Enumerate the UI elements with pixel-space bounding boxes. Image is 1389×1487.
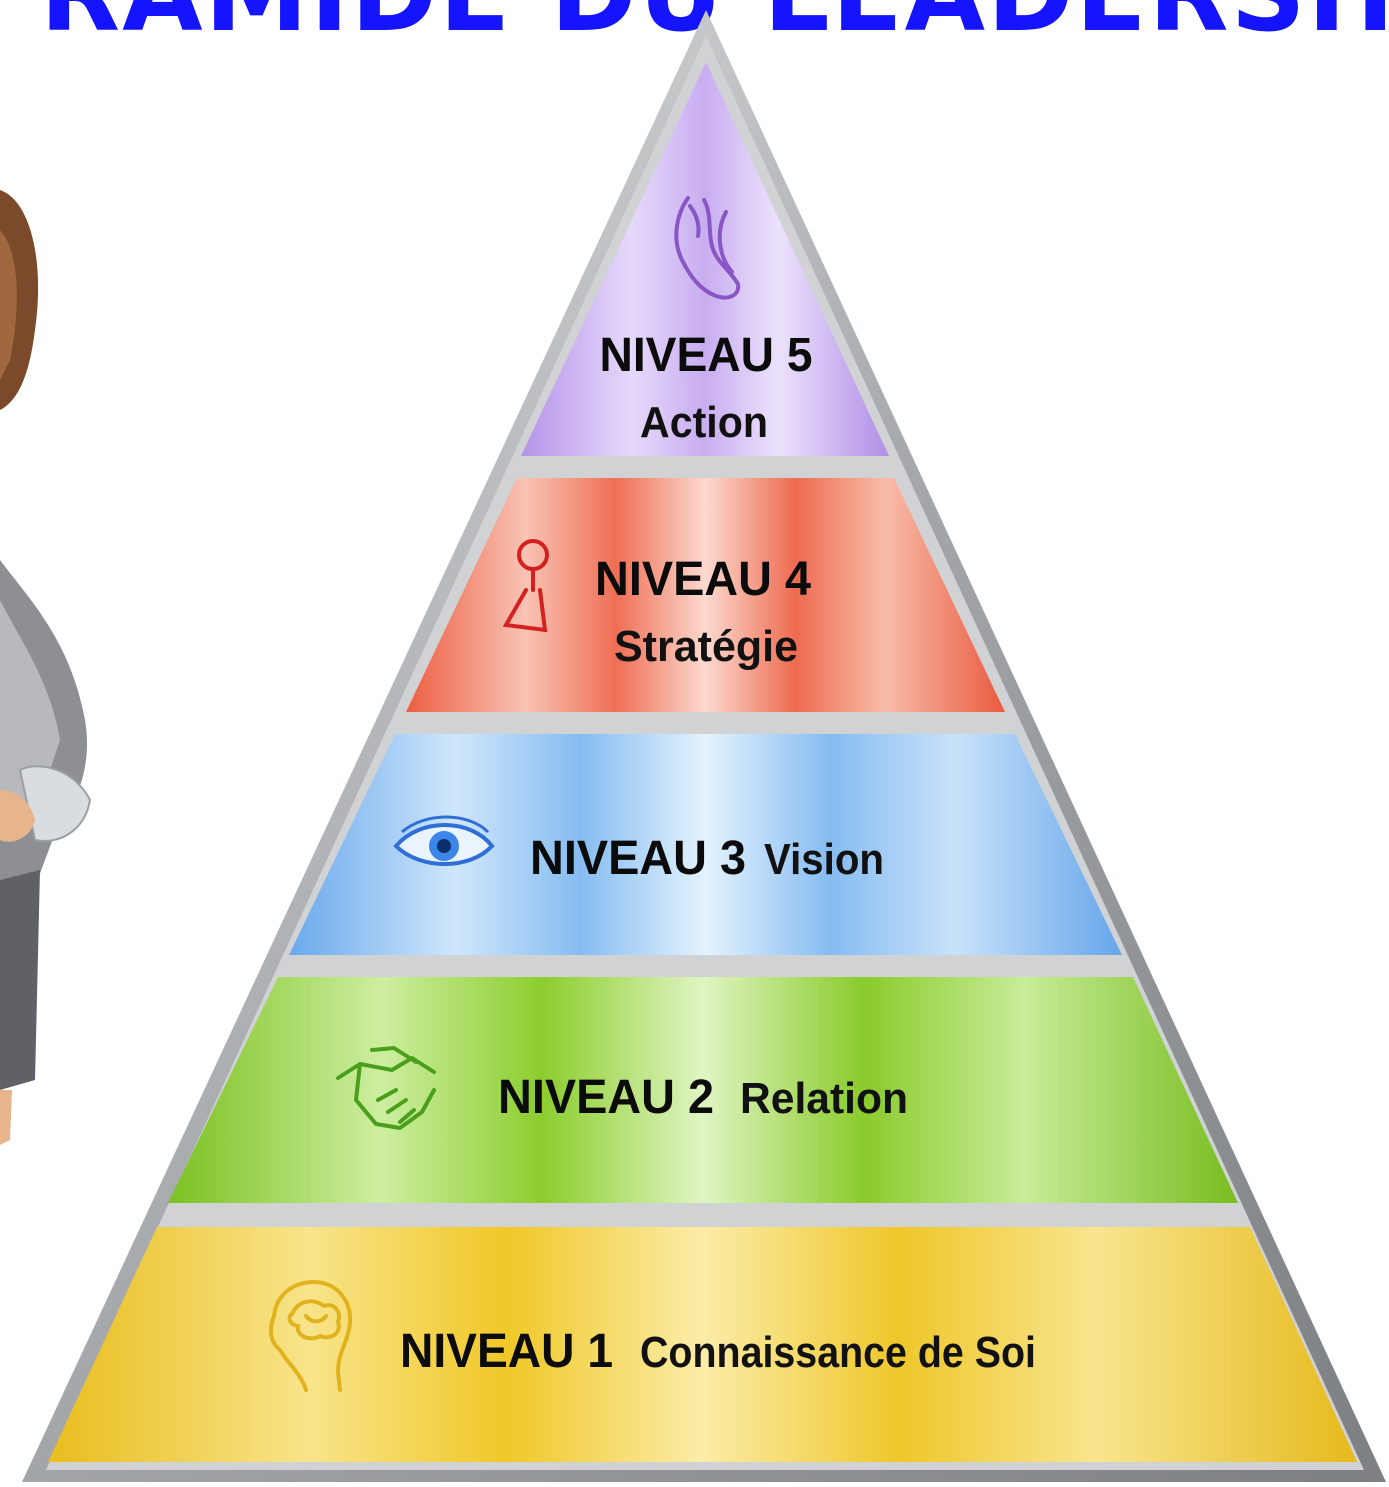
level-label-5: NIVEAU 5 Action [600,329,813,447]
level-3-number: NIVEAU 3 [530,832,746,885]
level-1-number: NIVEAU 1 [400,1325,613,1378]
handshake-icon [336,1046,436,1130]
level-band-2 [168,977,1238,1203]
level-4-number: NIVEAU 4 [595,553,811,606]
level-label-1: NIVEAU 1 Connaissance de Soi [400,1325,1036,1378]
level-1-name: Connaissance de Soi [640,1328,1036,1377]
businesswoman-illustration [0,190,92,1145]
level-label-3: NIVEAU 3 Vision [530,832,884,885]
level-band-1 [48,1227,1357,1462]
eye-icon [393,815,495,866]
level-band-5 [521,62,889,456]
level-3-name: Vision [764,835,884,884]
level-2-number: NIVEAU 2 [498,1071,714,1124]
level-label-4: NIVEAU 4 Stratégie [595,553,811,671]
key-pawn-icon [502,539,549,633]
level-5-name: Action [640,398,768,447]
level-5-number: NIVEAU 5 [600,329,813,382]
foot-icon [674,196,741,300]
level-band-3 [289,734,1122,955]
level-label-2: NIVEAU 2 Relation [498,1071,908,1124]
level-2-name: Relation [740,1074,908,1123]
head-brain-icon [268,1279,353,1392]
level-band-4 [406,478,1005,712]
level-4-name: Stratégie [614,622,798,671]
